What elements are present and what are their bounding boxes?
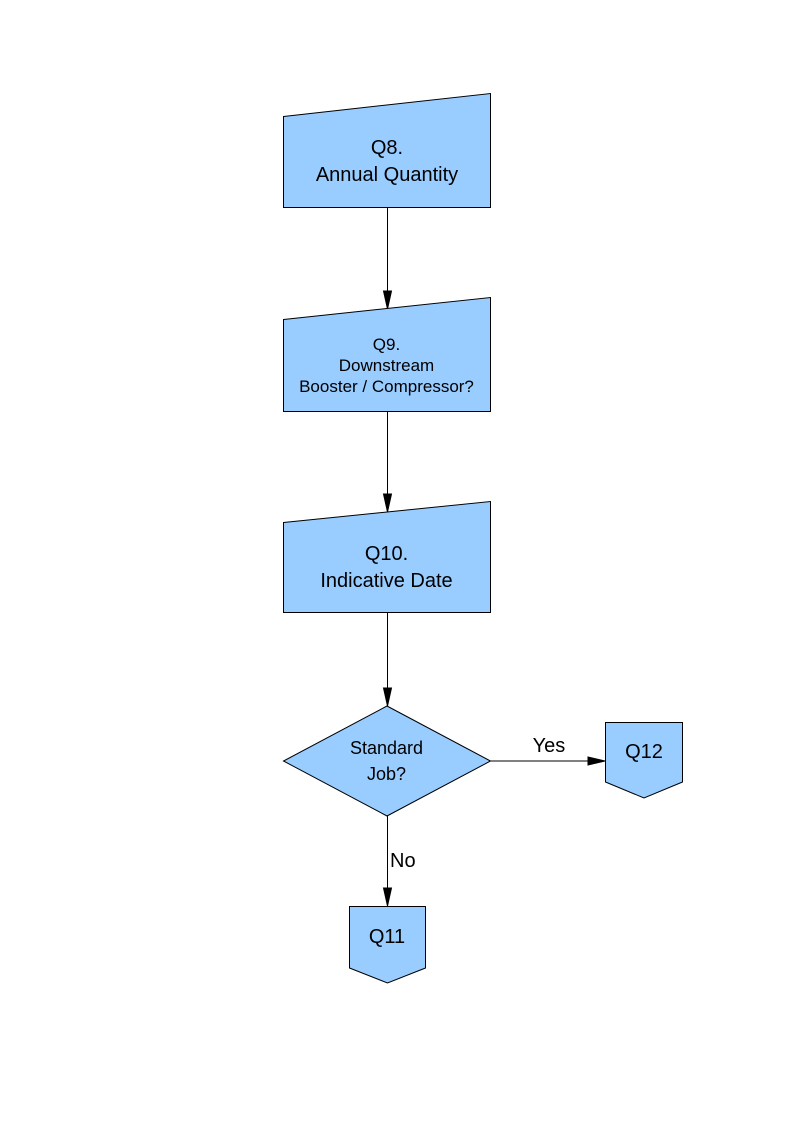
node-q10-shape — [283, 500, 491, 613]
node-q11-shape — [349, 906, 426, 984]
node-q8-shape — [283, 92, 491, 208]
node-q12-shape — [605, 722, 683, 799]
node-standard-job-shape — [282, 705, 492, 817]
edge-no-arrowhead — [382, 887, 393, 907]
edge-q8-q9-arrowhead — [382, 290, 393, 310]
edge-q10-decision-arrowhead — [382, 687, 393, 707]
node-q9-shape — [283, 296, 491, 412]
edge-q9-q10-arrowhead — [382, 493, 393, 513]
edge-yes-arrowhead — [587, 756, 606, 766]
